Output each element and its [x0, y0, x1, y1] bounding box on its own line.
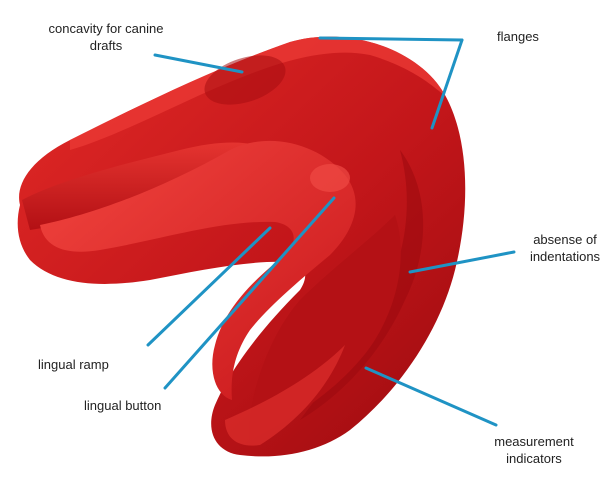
label-concavity-line2: drafts: [30, 37, 182, 54]
label-concavity-line1: concavity for canine: [30, 20, 182, 37]
leader-flange-1: [320, 38, 462, 40]
label-measurement-line1: measurement: [478, 433, 590, 450]
leader-measurement: [366, 368, 496, 425]
label-absence-line1: absense of: [520, 231, 609, 248]
label-lingual-button: lingual button: [84, 397, 161, 414]
label-measurement-line2: indicators: [478, 450, 590, 467]
label-lingual-ramp: lingual ramp: [38, 356, 109, 373]
label-absence-line2: indentations: [520, 248, 609, 265]
label-measurement: measurement indicators: [478, 433, 590, 467]
label-absence: absense of indentations: [520, 231, 609, 265]
label-concavity: concavity for canine drafts: [30, 20, 182, 54]
lingual-button-shape: [310, 164, 350, 192]
label-flanges: flanges: [497, 28, 539, 45]
